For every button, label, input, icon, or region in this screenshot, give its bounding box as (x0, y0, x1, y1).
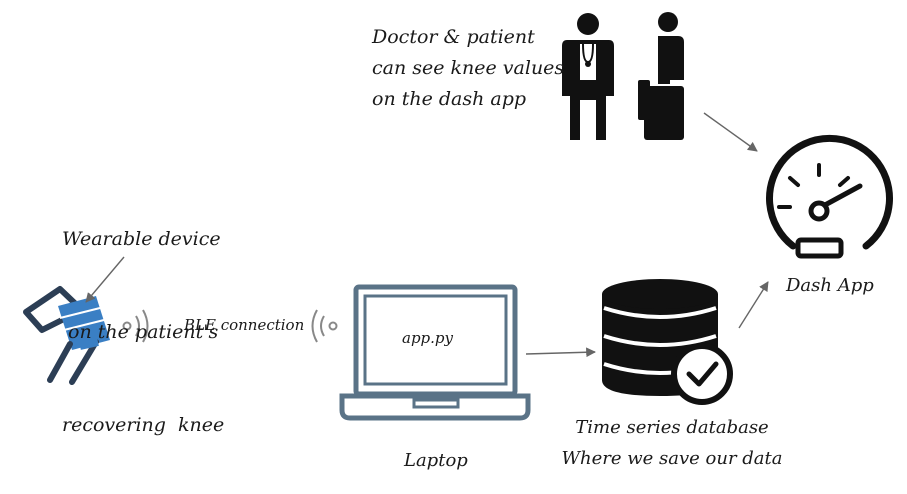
arrow-database-to-dash (738, 281, 769, 329)
knee-brace-icon (23, 286, 110, 385)
wireless-signal-icon (311, 309, 338, 343)
arrow-users-to-dash (703, 112, 758, 152)
laptop-label: Laptop (404, 450, 468, 471)
database-label-line: Where we save our data (561, 448, 783, 469)
dash-app-label: Dash App (786, 275, 874, 296)
wearable-note-line: on the patient's (62, 321, 219, 343)
wearable-note: Wearable device on the patient's recover… (62, 162, 224, 472)
database-label-line: Time series database (575, 417, 769, 438)
doctor-icon (562, 13, 614, 140)
doctor-patient-note-line: can see knee values (372, 57, 565, 79)
speedometer-icon (766, 134, 893, 259)
arrow-laptop-to-database (525, 347, 596, 358)
wearable-note-line: Wearable device (62, 228, 221, 250)
checkmark-icon (671, 343, 733, 405)
ble-connection-label: BLE connection (184, 316, 305, 334)
doctor-patient-note-line: on the dash app (372, 88, 527, 110)
wireless-signal-icon (122, 309, 149, 343)
laptop-icon (339, 284, 531, 421)
doctor-patient-note: Doctor & patient can see knee values on … (372, 22, 564, 115)
doctor-patient-note-line: Doctor & patient (372, 26, 535, 48)
app-file-label: app.py (402, 329, 453, 347)
seated-patient-icon (638, 12, 684, 140)
arrow-label-to-brace (85, 256, 125, 303)
wearable-note-line: recovering knee (62, 414, 225, 436)
database-label: Time series database Where we save our d… (560, 412, 784, 474)
